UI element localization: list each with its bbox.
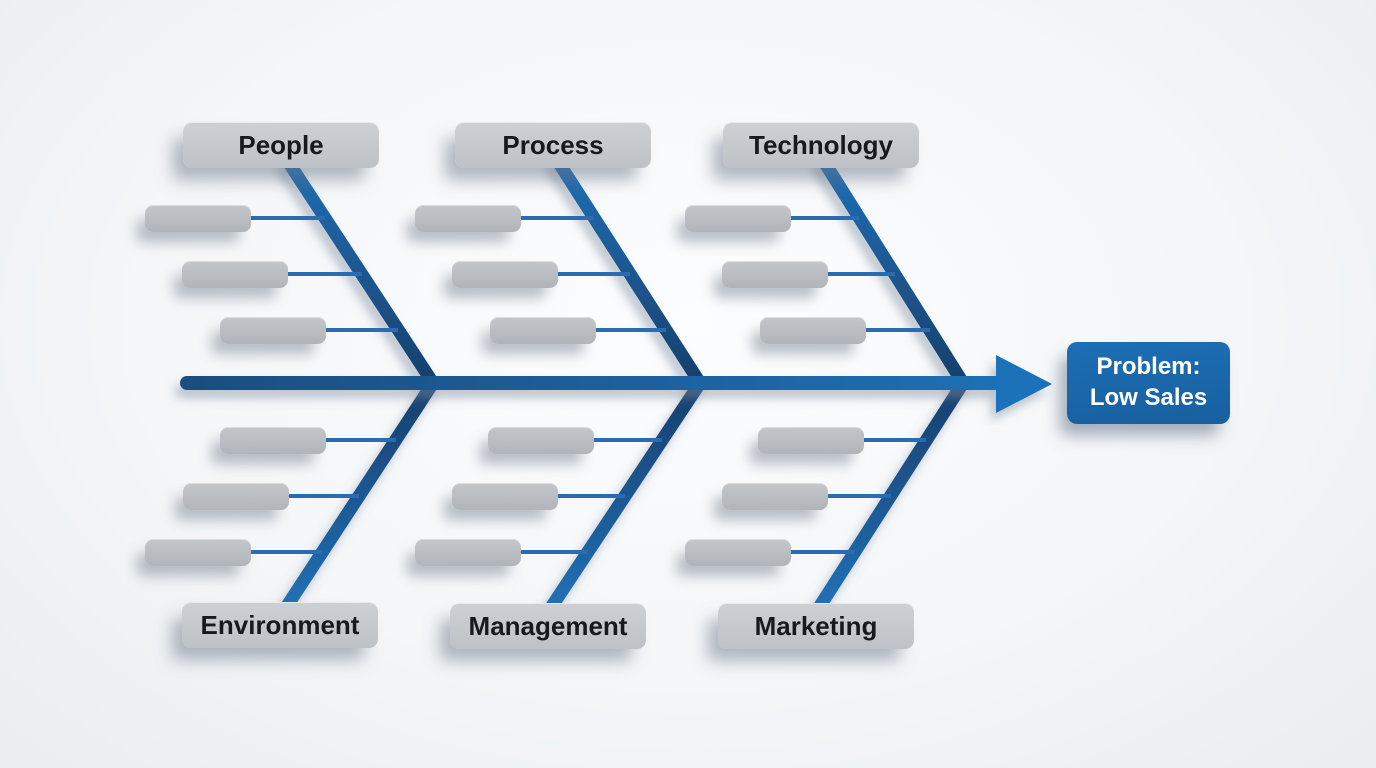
cause-box-environment-3[interactable]: [145, 539, 251, 566]
problem-box[interactable]: Problem: Low Sales: [1067, 342, 1230, 424]
bone-people: [280, 153, 440, 390]
cause-box-environment-2[interactable]: [183, 483, 289, 510]
bone-management: [545, 376, 707, 613]
bone-technology: [816, 153, 970, 390]
cause-box-environment-1[interactable]: [220, 427, 326, 454]
connectors-group: [251, 216, 930, 554]
category-label: Marketing: [754, 610, 878, 641]
category-box-process[interactable]: Process: [455, 122, 651, 168]
cause-box-management-2[interactable]: [452, 483, 558, 510]
bones-group: [280, 153, 970, 613]
cause-box-marketing-2[interactable]: [722, 483, 828, 510]
cause-box-technology-2[interactable]: [722, 261, 828, 288]
category-box-environment[interactable]: Environment: [182, 602, 378, 648]
spine-arrowhead: [996, 355, 1052, 413]
spine-group: [180, 355, 1052, 413]
cause-box-technology-3[interactable]: [760, 317, 866, 344]
cause-box-technology-1[interactable]: [685, 205, 791, 232]
problem-label-line1: Problem:: [1096, 353, 1201, 381]
category-label: People: [238, 129, 324, 160]
bone-marketing: [813, 376, 970, 613]
category-box-technology[interactable]: Technology: [723, 122, 919, 168]
cause-box-process-3[interactable]: [490, 317, 596, 344]
cause-box-management-3[interactable]: [415, 539, 521, 566]
category-box-people[interactable]: People: [183, 122, 379, 168]
cause-box-people-2[interactable]: [182, 261, 288, 288]
bone-process: [550, 153, 707, 390]
category-label: Environment: [200, 609, 360, 640]
problem-label-line2: Low Sales: [1089, 384, 1208, 411]
cause-box-management-1[interactable]: [488, 427, 594, 454]
category-label: Management: [468, 610, 628, 641]
cause-box-marketing-3[interactable]: [685, 539, 791, 566]
category-label: Process: [502, 129, 604, 160]
category-label: Technology: [749, 129, 893, 160]
cause-box-process-2[interactable]: [452, 261, 558, 288]
cause-box-marketing-1[interactable]: [758, 427, 864, 454]
cause-box-process-1[interactable]: [415, 205, 521, 232]
cause-box-people-3[interactable]: [220, 317, 326, 344]
category-box-management[interactable]: Management: [450, 603, 646, 649]
category-box-marketing[interactable]: Marketing: [718, 603, 914, 649]
bone-environment: [280, 376, 440, 613]
cause-box-people-1[interactable]: [145, 205, 251, 232]
